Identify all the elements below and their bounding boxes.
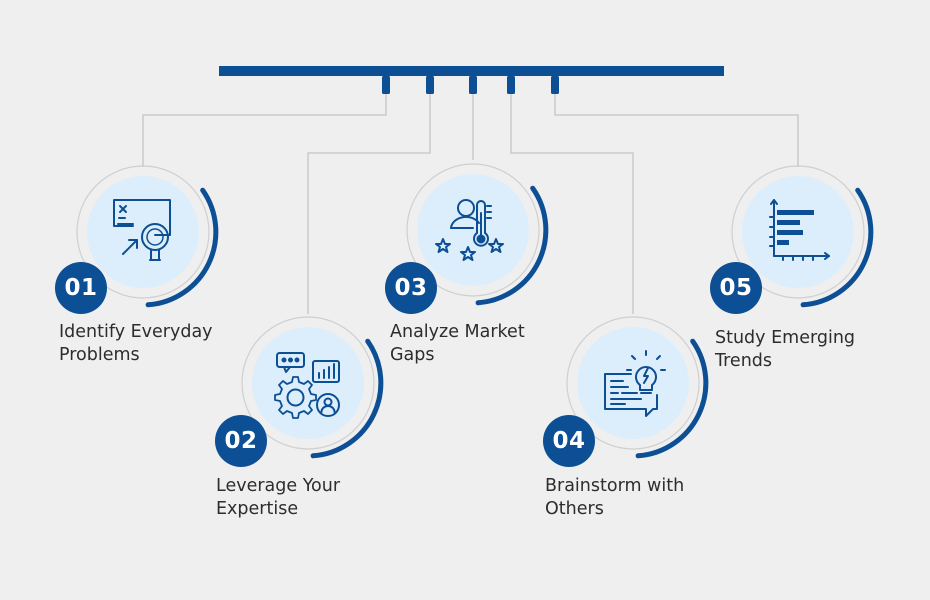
step-03-label-line1: Analyze Market (390, 322, 525, 342)
step-03-badge: 03 (385, 262, 437, 314)
idea-chat-icon (604, 350, 666, 417)
step-03-label-line2: Gaps (390, 345, 435, 365)
connector-01 (142, 94, 387, 167)
peg-05 (551, 76, 559, 94)
step-04-node (566, 316, 709, 459)
peg-02 (426, 76, 434, 94)
connector-04 (510, 94, 634, 314)
customer-rating-icon (435, 199, 504, 261)
step-02-label: Leverage Your Expertise (216, 475, 416, 521)
step-04-badge: 04 (543, 415, 595, 467)
step-04-label-line1: Brainstorm with (545, 476, 685, 496)
step-05-label-line2: Trends (715, 351, 773, 371)
analysis-board-icon (113, 199, 171, 261)
step-05-label: Study Emerging Trends (715, 327, 915, 373)
step-01-label-line2: Problems (59, 345, 140, 365)
step-02-badge: 02 (215, 415, 267, 467)
step-04-label-line2: Others (545, 499, 604, 519)
step-01-badge: 01 (55, 262, 107, 314)
connector-05 (554, 94, 799, 167)
connector-lines (142, 94, 799, 314)
header-bar (219, 66, 724, 76)
peg-03 (469, 76, 477, 94)
bar-chart-icon (769, 199, 830, 261)
peg-04 (507, 76, 515, 94)
step-01-label: Identify Everyday Problems (59, 321, 259, 367)
step-02-label-line2: Expertise (216, 499, 299, 519)
connector-02 (307, 94, 431, 314)
step-02-label-line1: Leverage Your (216, 476, 341, 496)
step-01-label-line1: Identify Everyday (59, 322, 213, 342)
step-05-label-line1: Study Emerging (715, 328, 856, 348)
step-04-label: Brainstorm with Others (545, 475, 745, 521)
gear-skills-icon (274, 352, 340, 419)
peg-01 (382, 76, 390, 94)
pegs (382, 76, 559, 94)
step-03-node (406, 163, 549, 306)
step-05-badge: 05 (710, 262, 762, 314)
step-03-label: Analyze Market Gaps (390, 321, 590, 367)
